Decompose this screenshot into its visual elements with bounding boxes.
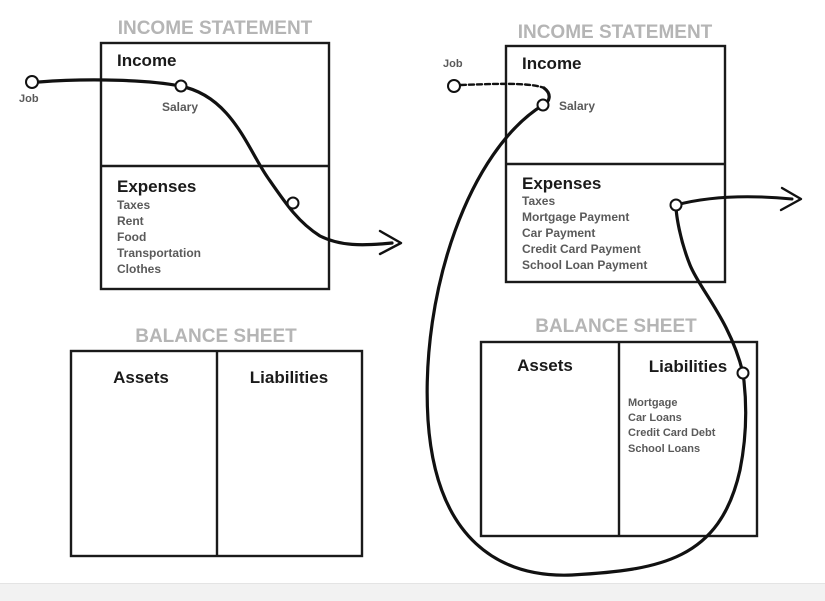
right-liability-node: [736, 366, 750, 380]
left-salary-label: Salary: [162, 100, 198, 114]
right-liability-item: Credit Card Debt: [628, 427, 716, 439]
left-expense-item: Taxes: [117, 198, 150, 212]
left-expense-item: Clothes: [117, 262, 161, 276]
left-income-heading: Income: [117, 51, 177, 70]
right-expense-item: Mortgage Payment: [522, 210, 629, 224]
left-income-statement-title: INCOME STATEMENT: [118, 18, 313, 39]
left-liabilities-heading: Liabilities: [250, 368, 328, 387]
right-liability-item: School Loans: [628, 443, 700, 455]
left-flow-arrow: [37, 78, 394, 247]
right-salary-label: Salary: [559, 99, 595, 113]
right-loop-flow: [425, 86, 748, 577]
right-job-label: Job: [443, 58, 463, 70]
left-expense-node: [286, 196, 300, 210]
right-income-statement: INCOME STATEMENT Income Salary Expenses …: [504, 22, 727, 284]
left-expense-item: Rent: [117, 214, 144, 228]
left-assets-heading: Assets: [113, 368, 169, 387]
right-outflow-arrow: [674, 195, 794, 207]
right-job-node: [447, 79, 461, 93]
right-liabilities-heading: Liabilities: [649, 357, 727, 376]
right-expense-node: [669, 198, 683, 212]
left-job-node: [25, 75, 39, 89]
bottom-strip: [0, 583, 825, 601]
right-expense-item: School Loan Payment: [522, 258, 647, 272]
right-expense-item: Credit Card Payment: [522, 242, 641, 256]
right-arrowhead: [779, 186, 803, 212]
left-balance-sheet-title: BALANCE SHEET: [135, 326, 297, 347]
right-balance-sheet: BALANCE SHEET Assets Liabilities Mortgag…: [479, 316, 759, 538]
left-arrowhead: [378, 229, 403, 256]
right-income-statement-title: INCOME STATEMENT: [518, 22, 713, 43]
left-expense-item: Transportation: [117, 246, 201, 260]
right-salary-node: [536, 98, 550, 112]
right-expense-item: Car Payment: [522, 226, 595, 240]
right-income-heading: Income: [522, 54, 582, 73]
right-assets-heading: Assets: [517, 356, 573, 375]
left-income-statement: INCOME STATEMENT Income Salary Expenses …: [99, 18, 331, 291]
left-job-label: Job: [19, 93, 39, 105]
left-balance-sheet: BALANCE SHEET Assets Liabilities: [69, 326, 364, 558]
right-liability-item: Mortgage: [628, 397, 678, 409]
left-cash-flow: Job: [19, 75, 403, 256]
left-expenses-heading: Expenses: [117, 177, 196, 196]
right-balance-sheet-title: BALANCE SHEET: [535, 316, 697, 337]
left-salary-node: [174, 79, 188, 93]
right-job-feed: [459, 82, 546, 90]
right-expenses-heading: Expenses: [522, 174, 601, 193]
right-expense-item: Taxes: [522, 194, 555, 208]
left-expense-item: Food: [117, 230, 146, 244]
right-liability-item: Car Loans: [628, 412, 682, 424]
right-cash-flow: Job: [425, 58, 803, 577]
